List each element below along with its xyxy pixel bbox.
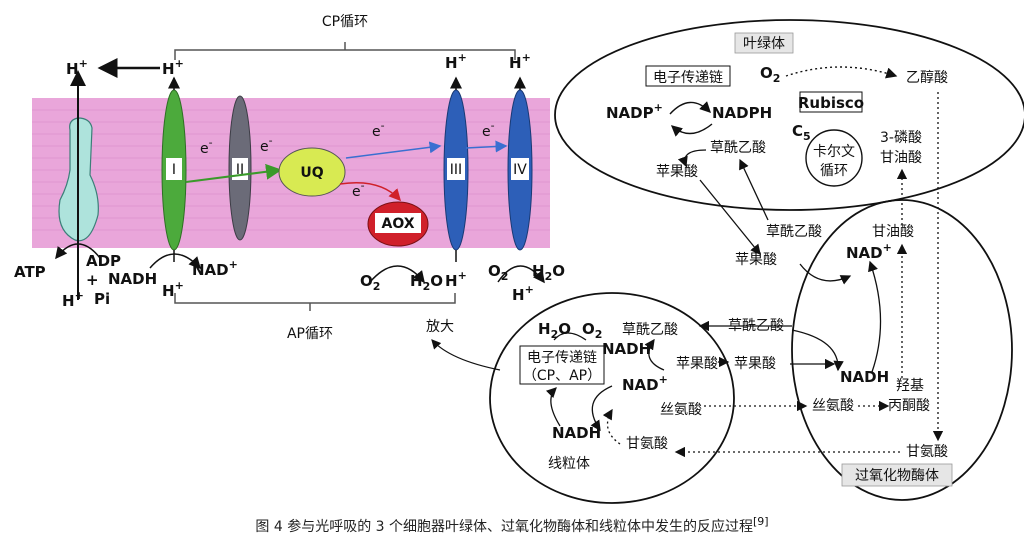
complex-II-label: II [236,162,244,178]
hydroxypyruvate-label: 丙酮酸 [888,398,930,414]
h-plus-label: H+ [445,269,467,290]
calvin-cycle-label: 卡尔文 [813,144,855,160]
nadph-label: NADPH [712,104,772,122]
h2o-label: H2O [410,272,443,293]
chloroplast-title: 叶绿体 [743,36,785,52]
mito-glycine: 甘氨酸 [626,436,668,452]
mito-etc: 电子传递链 [527,350,597,366]
nadh-label: NADH [108,270,157,288]
h-plus-label: H+ [512,283,534,304]
electron-label: e- [372,119,385,140]
uq-label: UQ [300,165,323,181]
c5-label: C5 [792,122,811,143]
complex-II: II [228,95,252,241]
h-plus-label: H+ [445,51,467,72]
h2o-label: H2O [532,262,565,283]
h-plus-label: H+ [509,51,531,72]
h-plus-label: H+ [162,57,184,78]
complex-III: III [443,89,469,251]
pi-label: Pi [94,290,110,308]
complex-IV-label: IV [513,162,527,178]
peroxisome-serine: 丝氨酸 [812,398,854,414]
uq: UQ [278,147,346,197]
calvin-cycle-label: 循环 [820,163,848,179]
hydroxypyruvate-label: 羟基 [896,377,924,394]
adp-label: ADP [86,252,121,270]
o2-label: O2 [360,272,380,293]
cytosol-malate: 苹果酸 [735,252,777,268]
pga-label: 甘油酸 [880,150,922,166]
peroxisome-nadh: NADH [840,368,889,386]
atp-label: ATP [14,263,46,281]
mitochondrion: 线粒体 H2O O2 电子传递链 （CP、AP） 草酰乙酸 NADH 苹果酸 N… [489,292,735,504]
electron-label: e- [352,179,365,200]
aox-label: AOX [381,216,414,232]
nad-plus-label: NAD+ [192,258,238,279]
amplify-label: 放大 [426,319,454,335]
peroxisome: 过氧化物酶体 甘油酸 NAD+ NADH 羟基 丙酮酸 丝氨酸 甘氨酸 [791,92,1013,501]
chloroplast-oaa: 草酰乙酸 [710,140,766,156]
chloroplast: 叶绿体 电子传递链 NADP+ NADPH O2 乙醇酸 Rubisco C5 … [554,19,1024,211]
mito-oaa: 草酰乙酸 [622,322,678,338]
complex-I-label: I [172,162,176,178]
electron-label: e- [482,119,495,140]
chloroplast-etc: 电子传递链 [653,70,723,86]
complex-IV: IV [507,89,533,251]
rubisco-label: Rubisco [798,94,864,112]
peroxisome-glycerate: 甘油酸 [872,224,914,240]
atp-synthase [55,70,101,300]
peroxisome-title: 过氧化物酶体 [855,468,939,484]
complex-I: I [161,89,187,251]
mito-malate: 苹果酸 [676,356,718,372]
h-plus-label: H+ [162,279,184,300]
cytosol-malate: 苹果酸 [734,356,776,372]
chloroplast-malate: 苹果酸 [656,164,698,180]
complex-III-label: III [450,162,462,178]
electron-label: e- [260,134,273,155]
mitochondrion-title: 线粒体 [548,456,590,472]
adp-plus: + [86,271,99,289]
peroxisome-glycine: 甘氨酸 [906,444,948,460]
pga-label: 3-磷酸 [880,130,922,146]
figure-caption: 图 4 参与光呼吸的 3 个细胞器叶绿体、过氧化物酶体和线粒体中发生的反应过程[… [255,515,768,535]
glycolate-label: 乙醇酸 [906,69,948,86]
mito-etc: （CP、AP） [523,368,601,384]
peroxisome-nad: NAD+ [846,241,892,262]
mito-nadh: NADH [602,340,651,358]
nadp-label: NADP+ [606,101,663,122]
o2-label: O2 [488,262,508,283]
ap-cycle-label: AP循环 [287,326,333,342]
mito-nadh2: NADH [552,424,601,442]
cytosol-oaa: 草酰乙酸 [766,224,822,240]
mito-o2: O2 [582,320,602,341]
aox: AOX [367,201,429,247]
h-plus-label: H+ [66,57,88,78]
cp-cycle-label: CP循环 [322,14,368,30]
electron-label: e- [200,136,213,157]
chloroplast-o2: O2 [760,64,780,85]
mito-serine: 丝氨酸 [660,402,702,418]
h-plus-label: H+ [62,289,84,310]
mito-h2o: H2O [538,320,571,341]
membrane-panel: CP循环 AP循环 H+ H+ ATP ADP + Pi H+ I NADH N… [14,14,565,342]
mito-nad: NAD+ [622,373,668,394]
